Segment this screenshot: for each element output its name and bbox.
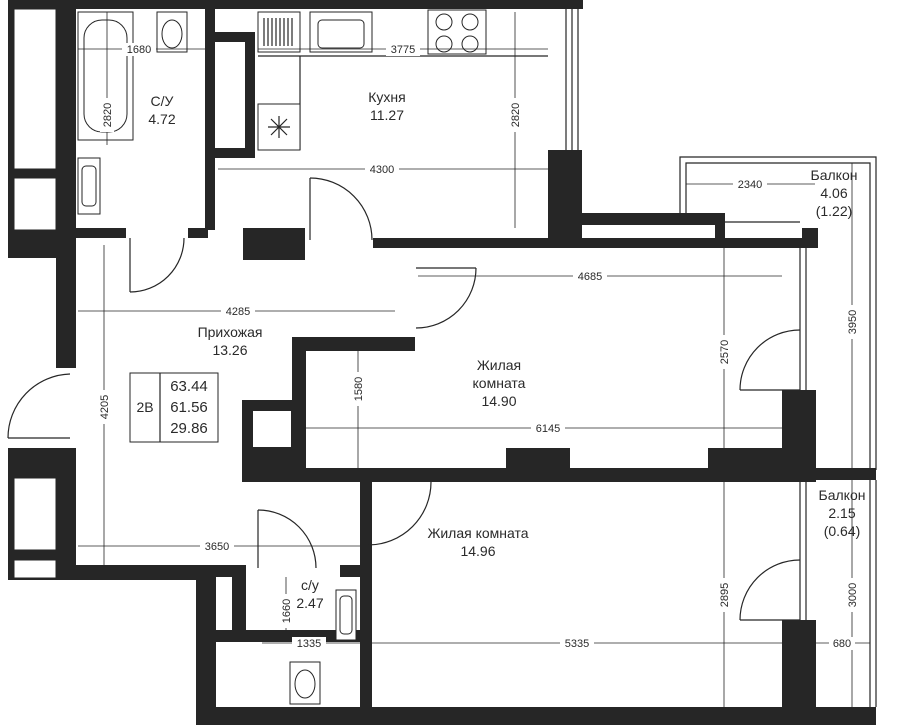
room-labels: С/У 4.72 Кухня 11.27 Балкон 4.06 (1.22) … [148,89,865,611]
dim-balcony-bottom-height: 3000 [847,583,859,607]
wc-name: с/у [301,577,319,593]
windows [565,9,877,707]
balcony-top-name: Балкон [811,167,858,183]
balcony-bottom-area: 2.15 [828,505,855,521]
dim-living1-full-width: 6145 [536,423,560,435]
dim-kitchen-full-width: 4300 [370,164,394,176]
dim-bath-width: 1680 [127,44,151,56]
dim-wc-width: 1335 [297,638,321,650]
doors [7,177,801,621]
dim-balcony-bottom-width: 680 [833,638,851,650]
living2-name: Жилая комната [427,525,528,541]
living1-name-line2: комната [473,375,526,391]
dim-hall-width: 4285 [226,306,250,318]
dim-living2-height: 2895 [719,583,731,607]
living1-name-line1: Жилая [477,357,521,373]
hallway-area: 13.26 [212,342,247,358]
kitchen-name: Кухня [368,89,405,105]
badge-living-area: 29.86 [170,420,208,437]
dim-balcony-top-height: 3950 [847,310,859,334]
balcony-top-area-reduced: (1.22) [816,203,853,219]
dim-bath-height: 2820 [102,103,114,127]
dim-kitchen-height: 2820 [510,103,522,127]
balcony-bottom-area-reduced: (0.64) [824,523,861,539]
dim-wc-height: 1660 [281,599,293,623]
dim-hall-lower-width: 3650 [205,541,229,553]
dimension-labels: 1680 2820 3775 2820 4300 2340 3950 4285 … [97,43,859,650]
dim-living1-width: 4685 [578,271,602,283]
badge-type: 2В [136,399,153,415]
dim-hall-height: 4205 [99,395,111,419]
balcony-bottom-name: Балкон [819,487,866,503]
bathroom-name: С/У [151,93,174,109]
living1-area: 14.90 [481,393,516,409]
living2-area: 14.96 [460,543,495,559]
dim-living2-width: 5335 [565,638,589,650]
dish-rack-icon [257,11,301,53]
badge-living-total: 61.56 [170,399,208,416]
badge-total-area: 63.44 [170,378,208,395]
bathroom-area: 4.72 [148,111,175,127]
kitchen-area: 11.27 [370,107,404,123]
dim-living1-height: 2570 [719,340,731,364]
hallway-name: Прихожая [198,324,263,340]
dim-kitchen-width: 3775 [391,44,415,56]
dim-balcony-top-width: 2340 [738,179,762,191]
walls [8,0,876,725]
balcony-top-area: 4.06 [820,185,847,201]
dim-living1-niche: 1580 [353,377,365,401]
wc-area: 2.47 [296,595,323,611]
apartment-badge: 2В 63.44 61.56 29.86 [129,372,219,443]
